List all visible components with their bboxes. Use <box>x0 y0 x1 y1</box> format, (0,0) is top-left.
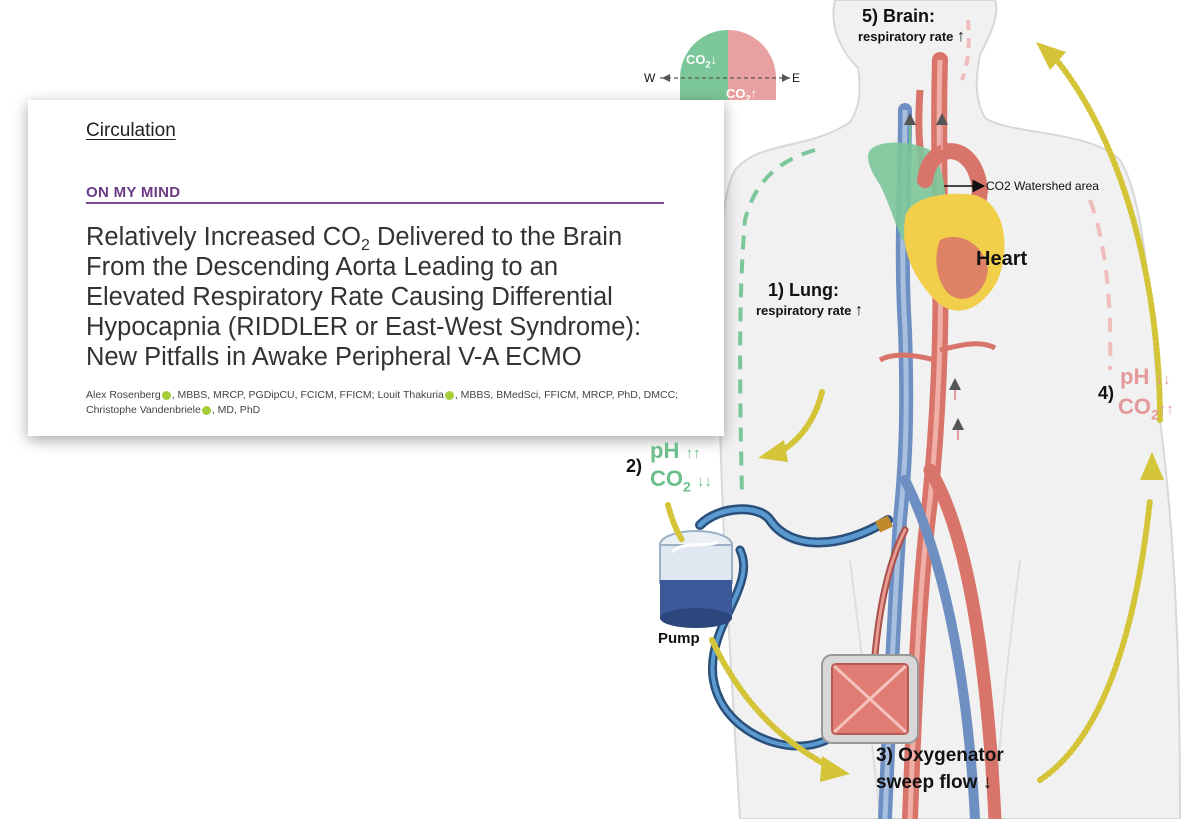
green-dashed-flow <box>738 148 816 496</box>
title-line: Hypocapnia (RIDDLER or East-West Syndrom… <box>86 313 642 341</box>
oxygenator-label: 3) Oxygenator <box>876 745 1004 766</box>
pump-label: Pump <box>658 630 700 647</box>
step2-co2: CO2 ↓↓ <box>650 466 712 495</box>
title-line: From the Descending Aorta Leading to an <box>86 253 559 281</box>
heart-ventricle <box>936 236 988 299</box>
watershed-label: CO2 Watershed area <box>986 179 1099 193</box>
arrow-up-icon: ↑ <box>957 28 966 45</box>
article-card: Circulation ON MY MIND Relatively Increa… <box>28 100 724 436</box>
author-name[interactable]: Christophe Vandenbriele <box>86 404 201 416</box>
compass-west-co2: CO2↓ <box>686 52 718 70</box>
section-divider <box>86 202 664 204</box>
cannula-clamp <box>875 515 893 533</box>
double-arrow-down-icon: ↓↓ <box>696 473 712 490</box>
step4-number: 4) <box>1098 383 1115 403</box>
iliac-artery-right <box>923 463 1002 819</box>
iliac-vein-right <box>900 475 980 819</box>
cycle-arrowheads <box>758 42 1164 782</box>
step4-ph: pH ↓↓ <box>1120 364 1171 389</box>
renal-artery-left <box>878 352 936 363</box>
vessel-flow-arrows <box>904 113 964 440</box>
double-arrow-up-icon: ↑↑ <box>685 445 701 462</box>
orcid-icon[interactable] <box>444 390 454 400</box>
author-name[interactable]: Alex Rosenberg <box>86 389 161 401</box>
double-arrow-up-icon: ↑↑ <box>1158 401 1174 418</box>
pump <box>659 530 733 628</box>
article-title: Relatively Increased CO2 Delivered to th… <box>86 222 686 372</box>
title-line: Relatively Increased CO2 Delivered to th… <box>86 223 623 254</box>
title-line: Elevated Respiratory Rate Causing Differ… <box>86 283 613 311</box>
lung-label: 1) Lung: <box>768 280 839 300</box>
compass-west-label: W <box>644 71 656 85</box>
double-arrow-down-icon: ↓↓ <box>1155 371 1171 388</box>
orcid-icon[interactable] <box>161 390 171 400</box>
cycle-arrows <box>665 55 1163 783</box>
step4-co2: CO2↑↑ <box>1118 394 1174 423</box>
step2-ph: pH ↑↑ <box>650 438 701 463</box>
title-line: New Pitfalls in Awake Peripheral V-A ECM… <box>86 343 582 371</box>
brain-respiratory-rate: respiratory rate ↑ <box>858 28 966 45</box>
return-cannula-inner <box>873 528 907 657</box>
brain-label: 5) Brain: <box>862 6 936 26</box>
aorta-inner <box>907 59 944 819</box>
section-label: ON MY MIND <box>86 184 181 201</box>
step2-number: 2) <box>626 456 643 476</box>
orcid-icon[interactable] <box>201 405 211 415</box>
heart-label: Heart <box>976 248 1028 270</box>
lung-respiratory-rate: respiratory rate ↑ <box>756 302 864 319</box>
renal-artery-right <box>939 341 997 353</box>
compass-east-label: E <box>792 71 801 85</box>
arrow-down-icon: ↓ <box>982 772 993 793</box>
pink-dashed-flow <box>1088 199 1113 371</box>
author-name[interactable]: Louit Thakuria <box>377 389 444 401</box>
drainage-cannula-inner <box>697 506 891 545</box>
arrow-up-icon: ↑ <box>750 86 758 101</box>
compass-east-co2: CO2↑ <box>726 86 758 104</box>
arrow-up-icon: ↑ <box>855 302 864 319</box>
compass <box>660 30 790 100</box>
author-list: Alex Rosenberg, MBBS, MRCP, PGDipCU, FCI… <box>86 389 679 416</box>
pink-dashed-flow <box>960 19 971 81</box>
journal-name[interactable]: Circulation <box>86 120 176 141</box>
body-silhouette <box>716 0 1182 819</box>
oxygenator <box>821 654 919 744</box>
arrow-down-icon: ↓ <box>710 52 718 67</box>
sweep-flow-label: sweep flow ↓ <box>876 772 993 793</box>
